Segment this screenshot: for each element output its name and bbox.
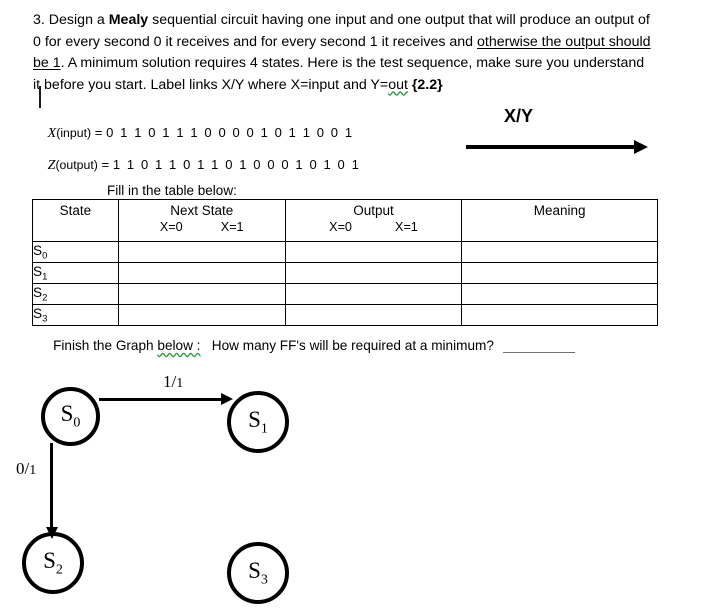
finish-graph-line: Finish the Graph below : How many FF's w…: [38, 323, 575, 368]
state-subscript: 2: [42, 292, 48, 304]
input-bit-string: 0 1 1 0 1 1 1 0 0 0 0 1 0 1 1 0 0 1: [106, 125, 354, 140]
output-sequence-line: Z(output) = 1 1 0 1 1 0 1 1 0 1 0 0 0 1 …: [33, 142, 360, 189]
table-row: S0: [32, 241, 658, 263]
input-equals: =: [91, 125, 107, 140]
statement-text-pre: Design a: [48, 12, 109, 28]
subheader-next-x0: X=0: [159, 220, 183, 234]
state-node-s3-subscript: 3: [260, 572, 268, 588]
cell-meaning-s3[interactable]: [461, 304, 658, 326]
row-state-label-s3: S3: [32, 304, 119, 326]
xy-legend-label: X/Y: [504, 106, 534, 126]
transition-arrow-s0-to-s2-shaft-icon: [50, 443, 54, 535]
input-sequence-line: X(input) = 0 1 1 0 1 1 1 0 0 0 0 1 0 1 1…: [33, 110, 354, 157]
state-node-s0-subscript: 0: [73, 415, 81, 431]
statement-underlined-phrase: otherwise the output should be 1: [33, 33, 651, 72]
state-node-s2[interactable]: S2: [22, 532, 84, 594]
state-node-s1-subscript: 1: [260, 421, 268, 437]
xy-legend-arrow-head-icon: [634, 140, 648, 154]
transition-arrow-s0-to-s1-shaft-icon: [99, 398, 226, 402]
cell-next-state-s0[interactable]: [117, 241, 286, 263]
transition-output-bit: 1: [29, 463, 37, 478]
state-node-s2-letter: S: [43, 547, 56, 573]
statement-text-post: . A minimum solution requires 4 states. …: [33, 55, 645, 93]
state-subscript: 1: [42, 271, 48, 283]
statement-text-mid: sequential circuit having one input and …: [33, 12, 650, 50]
state-letter: S: [33, 263, 43, 279]
column-header-meaning-label: Meaning: [533, 203, 586, 218]
row-state-label-s0: S0: [32, 241, 119, 263]
ff-count-answer-blank[interactable]: [502, 352, 575, 353]
cell-output-s3[interactable]: [284, 304, 463, 326]
state-node-s2-subscript: 2: [55, 562, 63, 578]
table-header-row: State Next State X=0 X=1 Output X=0 X=1: [32, 199, 658, 242]
cell-output-s0[interactable]: [284, 241, 463, 263]
transition-arrow-s0-to-s2-head-icon: [46, 527, 58, 539]
column-header-output-label: Output: [353, 203, 394, 218]
column-header-meaning: Meaning: [461, 199, 658, 242]
state-letter: S: [33, 284, 43, 300]
input-variable-qualifier: (input): [56, 126, 92, 140]
state-subscript: 0: [42, 250, 48, 262]
cell-output-s2[interactable]: [284, 283, 463, 305]
cell-next-state-s1[interactable]: [117, 262, 286, 284]
input-variable-label: X: [47, 126, 57, 141]
transition-label-s0-to-s1: 1/1: [163, 372, 183, 392]
state-node-s0-letter: S: [60, 401, 74, 427]
table-row: S3: [32, 304, 658, 326]
cell-next-state-s3[interactable]: [117, 304, 286, 326]
problem-number: 3.: [33, 12, 45, 28]
subheader-out-x1: X=1: [395, 220, 418, 234]
state-diagram: S0 S1 S2 S3 1/1 0/1: [0, 355, 360, 616]
transition-slash: /: [171, 372, 177, 391]
table-row: S1: [32, 262, 658, 284]
cell-output-s1[interactable]: [284, 262, 463, 284]
spellcheck-word-out: out: [388, 76, 408, 93]
state-subscript: 3: [42, 313, 48, 325]
output-variable-label: Z: [47, 158, 56, 173]
state-transition-table: State Next State X=0 X=1 Output X=0 X=1: [32, 199, 658, 326]
ff-count-question: How many FF's will be required at a mini…: [200, 338, 498, 353]
column-header-output: Output X=0 X=1: [284, 199, 463, 242]
transition-slash: /: [24, 459, 30, 478]
state-node-s3-letter: S: [248, 557, 261, 583]
table-caption: Fill in the table below:: [107, 183, 237, 198]
problem-statement: 3. Design a Mealy sequential circuit hav…: [33, 10, 653, 96]
state-node-s1[interactable]: S1: [227, 391, 289, 453]
transition-arrow-s0-to-s1-head-icon: [221, 393, 233, 405]
row-state-label-s1: S1: [32, 262, 119, 284]
table-row: S2: [32, 283, 658, 305]
column-header-next-state: Next State X=0 X=1: [117, 199, 286, 242]
output-bit-string: 1 1 0 1 1 0 1 1 0 1 0 0 0 1 0 1 0 1: [112, 157, 361, 172]
transition-input-bit: 1: [163, 372, 172, 391]
state-letter: S: [33, 242, 43, 258]
transition-label-s0-to-s2: 0/1: [16, 459, 36, 479]
row-state-label-s2: S2: [32, 283, 119, 305]
state-node-s3[interactable]: S3: [227, 542, 289, 604]
cell-meaning-s0[interactable]: [461, 241, 658, 263]
text-cursor-caret: [39, 86, 41, 108]
subheader-next-x1: X=1: [220, 220, 244, 234]
spellcheck-word-below: below :: [157, 338, 201, 353]
finish-graph-prefix: Finish the Graph: [53, 338, 158, 353]
column-header-state: State: [32, 199, 119, 242]
points-badge: {2.2}: [411, 76, 443, 93]
cell-meaning-s2[interactable]: [461, 283, 658, 305]
xy-legend-arrow-shaft-icon: [466, 145, 636, 149]
subheader-out-x0: X=0: [329, 220, 352, 234]
transition-output-bit: 1: [176, 376, 184, 391]
column-header-next-state-label: Next State: [170, 203, 234, 218]
state-node-s0[interactable]: S0: [41, 387, 100, 446]
state-letter: S: [33, 305, 43, 321]
column-header-state-label: State: [59, 203, 92, 218]
cell-meaning-s1[interactable]: [461, 262, 658, 284]
output-variable-qualifier: (output): [55, 158, 98, 172]
transition-input-bit: 0: [16, 459, 25, 478]
statement-bold-mealy: Mealy: [108, 12, 149, 28]
cell-next-state-s2[interactable]: [117, 283, 286, 305]
state-node-s1-letter: S: [248, 406, 261, 432]
output-equals: =: [97, 157, 113, 172]
